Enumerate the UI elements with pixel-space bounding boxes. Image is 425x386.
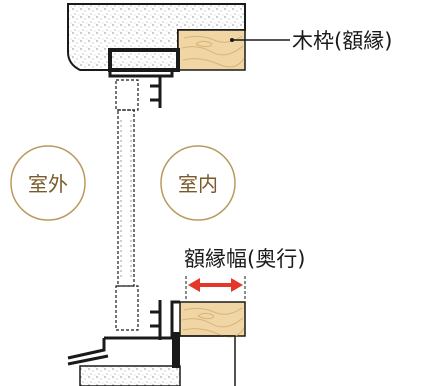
glass-pane xyxy=(115,79,139,331)
inside-badge: 室内 xyxy=(160,145,236,221)
inside-label: 室内 xyxy=(178,172,218,196)
bottom-wall xyxy=(79,335,236,386)
top-sash-profile xyxy=(108,48,180,108)
depth-label: 額縁幅(奥行) xyxy=(184,247,305,271)
top-wood-frame xyxy=(177,29,246,71)
bottom-wood-frame xyxy=(179,301,246,338)
bottom-sash-profile xyxy=(67,300,180,368)
depth-arrow xyxy=(185,276,246,300)
frame-label: 木枠(額縁) xyxy=(292,29,392,53)
outside-label: 室外 xyxy=(28,172,68,196)
outside-badge: 室外 xyxy=(10,145,86,221)
